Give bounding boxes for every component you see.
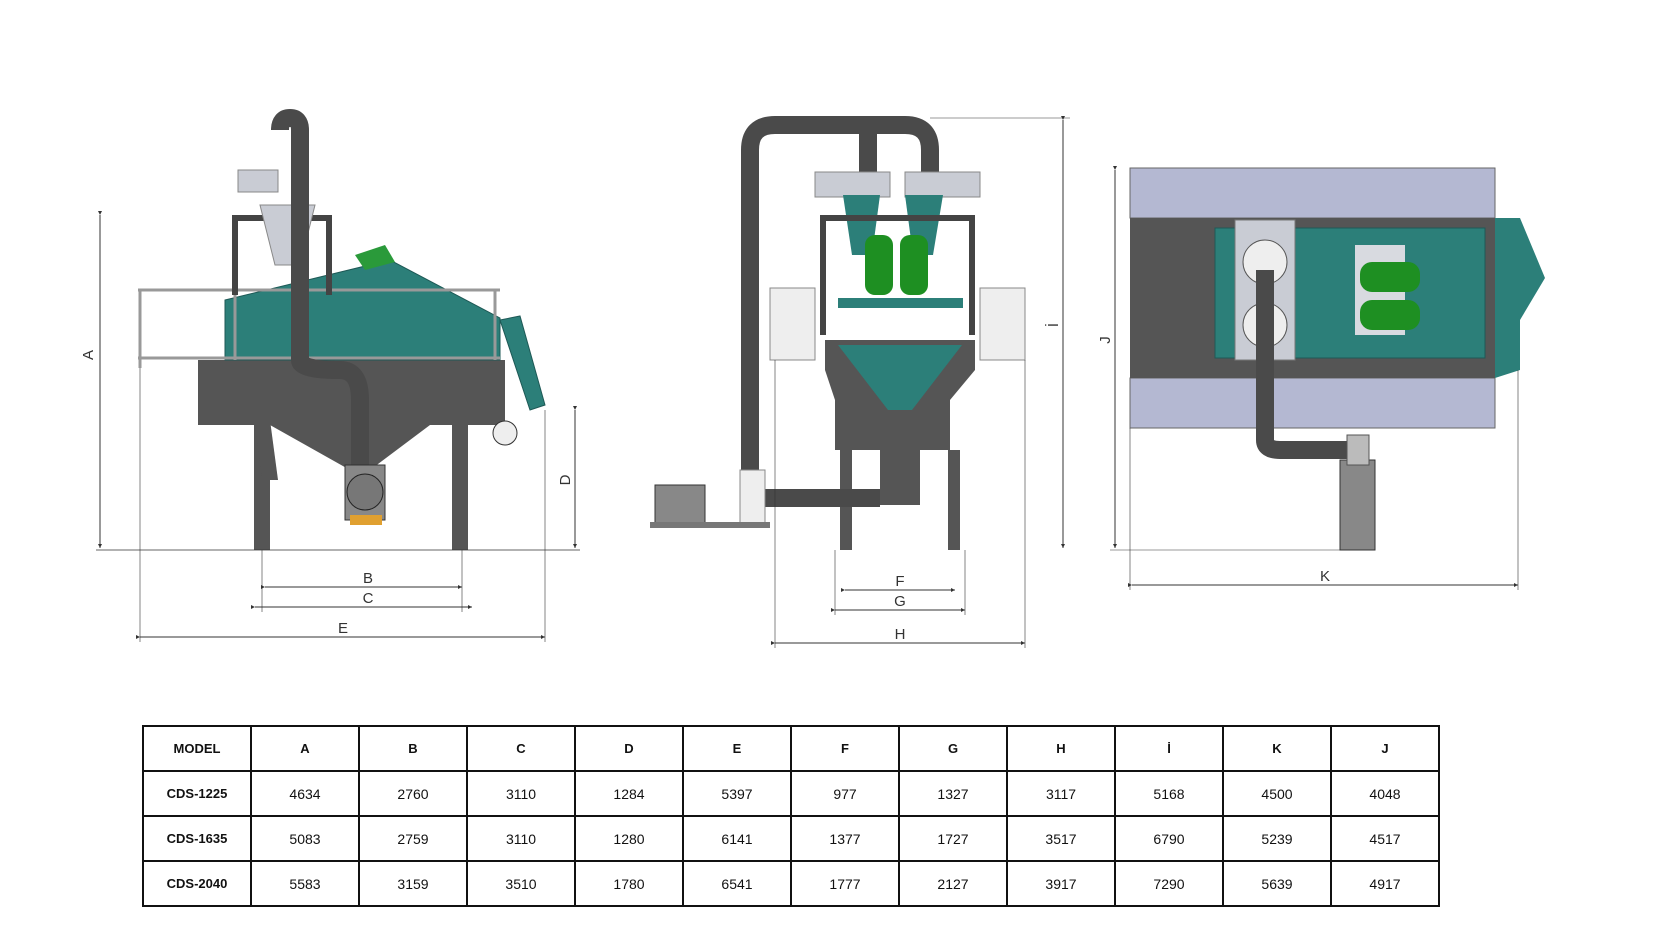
table-cell: 3110 [466, 815, 576, 862]
column-header: İ [1114, 725, 1224, 772]
table-cell: 3517 [1006, 815, 1116, 862]
table-cell: 1777 [790, 860, 900, 907]
column-header: E [682, 725, 792, 772]
table-cell: 1377 [790, 815, 900, 862]
table-cell: 1284 [574, 770, 684, 817]
dim-label-h: H [895, 626, 906, 643]
table-cell: 6790 [1114, 815, 1224, 862]
table-cell: 5239 [1222, 815, 1332, 862]
model-cell: CDS-1225 [142, 770, 252, 817]
table-cell: 2759 [358, 815, 468, 862]
table-cell: 7290 [1114, 860, 1224, 907]
dim-label-i: İ [1044, 323, 1062, 327]
top-view-dimensions: J K [1097, 166, 1519, 590]
table-cell: 1280 [574, 815, 684, 862]
column-header: B [358, 725, 468, 772]
column-header: G [898, 725, 1008, 772]
front-view-dimensions: İ F G H [771, 116, 1070, 648]
table-cell: 6541 [682, 860, 792, 907]
dim-label-g: G [894, 593, 906, 610]
side-view-dimensions: A D B C E [80, 211, 580, 642]
dim-label-e: E [338, 620, 348, 637]
table-row: CDS-2040 5583 3159 3510 1780 6541 1777 2… [142, 860, 1440, 907]
dim-label-a: A [80, 350, 97, 360]
table-cell: 5083 [250, 815, 360, 862]
table-row: CDS-1635 5083 2759 3110 1280 6141 1377 1… [142, 815, 1440, 862]
table-cell: 6141 [682, 815, 792, 862]
table-cell: 5397 [682, 770, 792, 817]
column-header: K [1222, 725, 1332, 772]
dim-label-f: F [895, 573, 904, 590]
side-view [138, 108, 546, 550]
table-cell: 2760 [358, 770, 468, 817]
table-cell: 1780 [574, 860, 684, 907]
dim-label-d: D [557, 474, 574, 485]
table-cell: 3917 [1006, 860, 1116, 907]
table-cell: 3159 [358, 860, 468, 907]
model-cell: CDS-2040 [142, 860, 252, 907]
table-cell: 4517 [1330, 815, 1440, 862]
column-header: A [250, 725, 360, 772]
technical-drawing: A D B C E [80, 108, 1545, 648]
table-cell: 1727 [898, 815, 1008, 862]
table-cell: 4500 [1222, 770, 1332, 817]
column-header: H [1006, 725, 1116, 772]
table-row: CDS-1225 4634 2760 3110 1284 5397 977 13… [142, 770, 1440, 817]
model-cell: CDS-1635 [142, 815, 252, 862]
table-cell: 3110 [466, 770, 576, 817]
front-view [650, 116, 1026, 550]
table-cell: 4634 [250, 770, 360, 817]
dimensions-table: MODEL A B C D E F G H İ K J CDS-1225 463… [142, 725, 1440, 907]
table-cell: 5639 [1222, 860, 1332, 907]
top-view [1129, 167, 1545, 551]
table-cell: 4048 [1330, 770, 1440, 817]
table-cell: 4917 [1330, 860, 1440, 907]
dim-label-c: C [363, 590, 374, 607]
table-cell: 5583 [250, 860, 360, 907]
table-header-row: MODEL A B C D E F G H İ K J [142, 725, 1440, 772]
table-cell: 5168 [1114, 770, 1224, 817]
dim-label-k: K [1320, 568, 1330, 585]
column-header: J [1330, 725, 1440, 772]
dim-label-b: B [363, 570, 373, 587]
table-cell: 3117 [1006, 770, 1116, 817]
column-header: C [466, 725, 576, 772]
table-cell: 3510 [466, 860, 576, 907]
table-cell: 1327 [898, 770, 1008, 817]
table-cell: 977 [790, 770, 900, 817]
column-header: F [790, 725, 900, 772]
column-header: MODEL [142, 725, 252, 772]
table-cell: 2127 [898, 860, 1008, 907]
dim-label-j: J [1097, 336, 1114, 344]
column-header: D [574, 725, 684, 772]
